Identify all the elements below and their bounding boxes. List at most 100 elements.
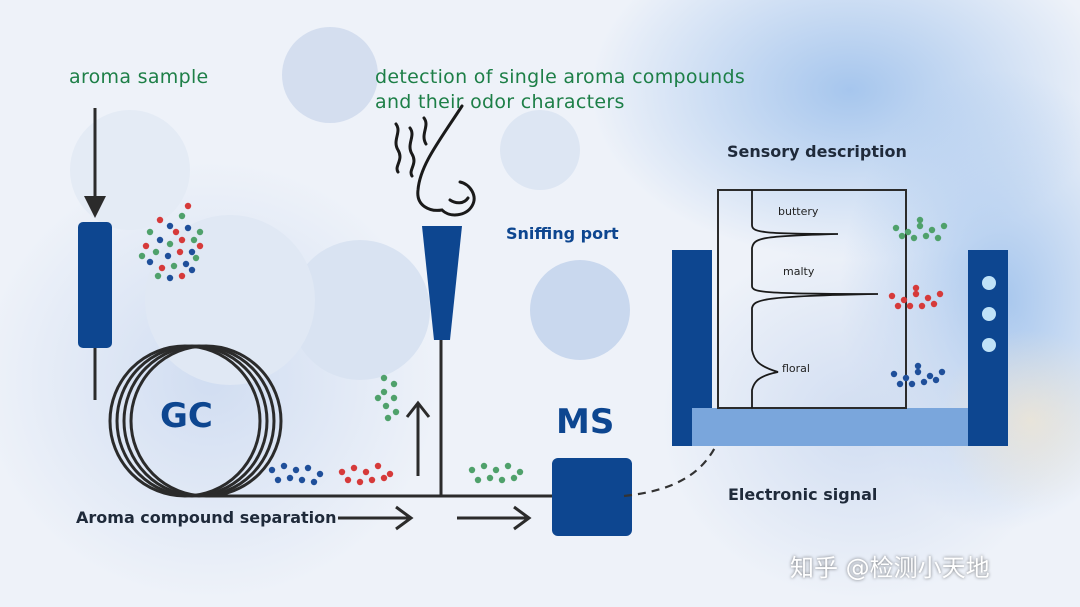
molecule-dot xyxy=(138,252,146,260)
molecule-dot xyxy=(374,462,382,470)
molecule-dot xyxy=(912,290,920,298)
detection-label-line2: and their odor characters xyxy=(375,91,625,113)
molecule-dot xyxy=(380,474,388,482)
molecule-dot xyxy=(368,476,376,484)
watermark: 知乎 @检测小天地 xyxy=(790,554,990,582)
molecule-dot xyxy=(516,468,524,476)
molecule-dot xyxy=(146,228,154,236)
molecule-dot xyxy=(158,264,166,272)
molecule-dot xyxy=(938,368,946,376)
molecule-dot xyxy=(356,478,364,486)
molecule-dot xyxy=(386,470,394,478)
molecule-dot xyxy=(164,252,172,260)
molecule-dot xyxy=(936,290,944,298)
molecule-dot xyxy=(192,254,200,262)
molecule-dot xyxy=(932,376,940,384)
peak-label: floral xyxy=(782,362,810,375)
flow-arrow-right-1 xyxy=(338,505,414,531)
molecule-dot xyxy=(390,380,398,388)
molecule-dot xyxy=(898,232,906,240)
molecule-dot xyxy=(184,224,192,232)
sniffing-port-cone xyxy=(422,226,462,340)
sensory-station xyxy=(672,189,1008,446)
molecule-dot xyxy=(914,362,922,370)
molecule-dot xyxy=(166,222,174,230)
molecule-dot xyxy=(156,236,164,244)
gc-label: GC xyxy=(160,396,213,436)
gc-coil xyxy=(108,344,283,498)
indicator-light xyxy=(982,276,996,290)
molecule-dot xyxy=(196,228,204,236)
blue-molecule-group xyxy=(268,462,324,486)
molecule-dot xyxy=(152,248,160,256)
green-molecule-group xyxy=(468,462,524,484)
molecule-dot xyxy=(908,380,916,388)
molecule-dot xyxy=(316,470,324,478)
molecule-dot xyxy=(916,222,924,230)
molecule-dot xyxy=(510,474,518,482)
molecule-dot xyxy=(268,466,276,474)
peak-label: buttery xyxy=(778,205,819,218)
molecule-dot xyxy=(382,402,390,410)
molecule-dot xyxy=(298,476,306,484)
green-molecule-group xyxy=(374,374,400,422)
green-molecule-group xyxy=(892,216,948,242)
molecule-dot xyxy=(176,248,184,256)
red-molecule-group xyxy=(888,284,944,310)
molecule-dot xyxy=(924,294,932,302)
detection-label-line1: detection of single aroma compounds xyxy=(375,66,746,88)
molecule-dot xyxy=(178,272,186,280)
molecule-dot xyxy=(392,408,400,416)
aroma-separation-label: Aroma compound separation xyxy=(76,508,337,527)
molecule-dot xyxy=(910,234,918,242)
molecule-dot xyxy=(480,462,488,470)
molecule-dot xyxy=(350,464,358,472)
indicator-light xyxy=(982,338,996,352)
molecule-dot xyxy=(154,272,162,280)
molecule-dot xyxy=(384,414,392,422)
molecule-dot xyxy=(188,266,196,274)
molecule-dot xyxy=(390,394,398,402)
molecule-dot xyxy=(474,476,482,484)
molecule-dot xyxy=(922,232,930,240)
molecule-dot xyxy=(170,262,178,270)
molecule-dot xyxy=(928,226,936,234)
molecule-dot xyxy=(904,228,912,236)
injector-column xyxy=(78,222,112,348)
molecule-dot xyxy=(902,374,910,382)
molecule-dot xyxy=(184,202,192,210)
molecule-dot xyxy=(920,378,928,386)
molecule-dot xyxy=(172,228,180,236)
flow-arrow-upward xyxy=(405,400,431,476)
molecule-dot xyxy=(906,302,914,310)
molecule-dot xyxy=(492,466,500,474)
molecule-dot xyxy=(468,466,476,474)
molecule-dot xyxy=(912,284,920,292)
molecule-dot xyxy=(142,242,150,250)
molecule-dot xyxy=(930,300,938,308)
molecule-dot xyxy=(178,236,186,244)
molecule-dot xyxy=(310,478,318,486)
sniffing-port-label: Sniffing port xyxy=(506,224,619,243)
ms-detector xyxy=(552,458,632,536)
molecule-dot xyxy=(504,462,512,470)
molecule-dot xyxy=(916,216,924,224)
molecule-dot xyxy=(286,474,294,482)
molecule-dot xyxy=(338,468,346,476)
molecule-dot xyxy=(498,476,506,484)
molecule-dot xyxy=(156,216,164,224)
molecule-dot xyxy=(486,474,494,482)
molecule-dot xyxy=(888,292,896,300)
molecule-dot xyxy=(914,368,922,376)
molecule-dot xyxy=(344,476,352,484)
molecule-dot xyxy=(178,212,186,220)
sensory-description-label: Sensory description xyxy=(727,142,907,161)
aroma-sample-label: aroma sample xyxy=(69,66,209,88)
molecule-dot xyxy=(894,302,902,310)
ms-label: MS xyxy=(556,402,615,442)
molecule-dot xyxy=(274,476,282,484)
molecule-dot xyxy=(292,466,300,474)
molecule-dot xyxy=(362,468,370,476)
molecule-dot xyxy=(190,236,198,244)
